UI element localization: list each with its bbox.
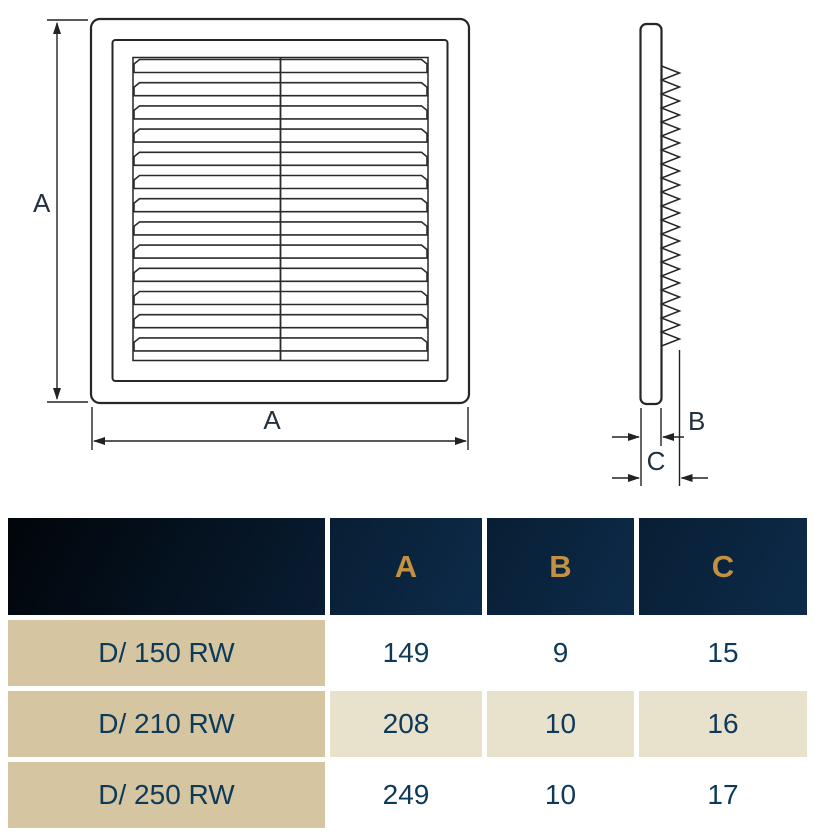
d150rw-value-c: 15 — [639, 620, 807, 686]
d250rw-value-c: 17 — [639, 762, 807, 828]
side-dimensions — [612, 350, 708, 486]
spec-table: A B C D/ 150 RW 149 9 15 D/ 210 RW 208 1… — [8, 518, 807, 828]
d210rw-value-b: 10 — [487, 691, 634, 757]
dim-label-b: B — [688, 406, 705, 436]
dim-label-height-a: A — [33, 188, 51, 218]
row-model-d210rw: D/ 210 RW — [8, 691, 325, 757]
table-header-a: A — [330, 518, 482, 615]
d210rw-value-c: 16 — [639, 691, 807, 757]
row-model-d150rw: D/ 150 RW — [8, 620, 325, 686]
row-model-d250rw: D/ 250 RW — [8, 762, 325, 828]
d250rw-value-a: 249 — [330, 762, 482, 828]
d150rw-value-a: 149 — [330, 620, 482, 686]
table-header-empty — [8, 518, 325, 615]
d150rw-value-b: 9 — [487, 620, 634, 686]
d210rw-value-a: 208 — [330, 691, 482, 757]
d250rw-value-b: 10 — [487, 762, 634, 828]
side-view — [639, 22, 682, 406]
louvers — [133, 57, 428, 361]
dim-label-width-a: A — [263, 405, 281, 435]
louver-profile — [659, 65, 682, 347]
table-header-c: C — [639, 518, 807, 615]
table-header-b: B — [487, 518, 634, 615]
dim-label-c: C — [647, 446, 666, 476]
technical-drawing: A A B C — [33, 17, 708, 486]
front-dimensions — [47, 19, 469, 450]
